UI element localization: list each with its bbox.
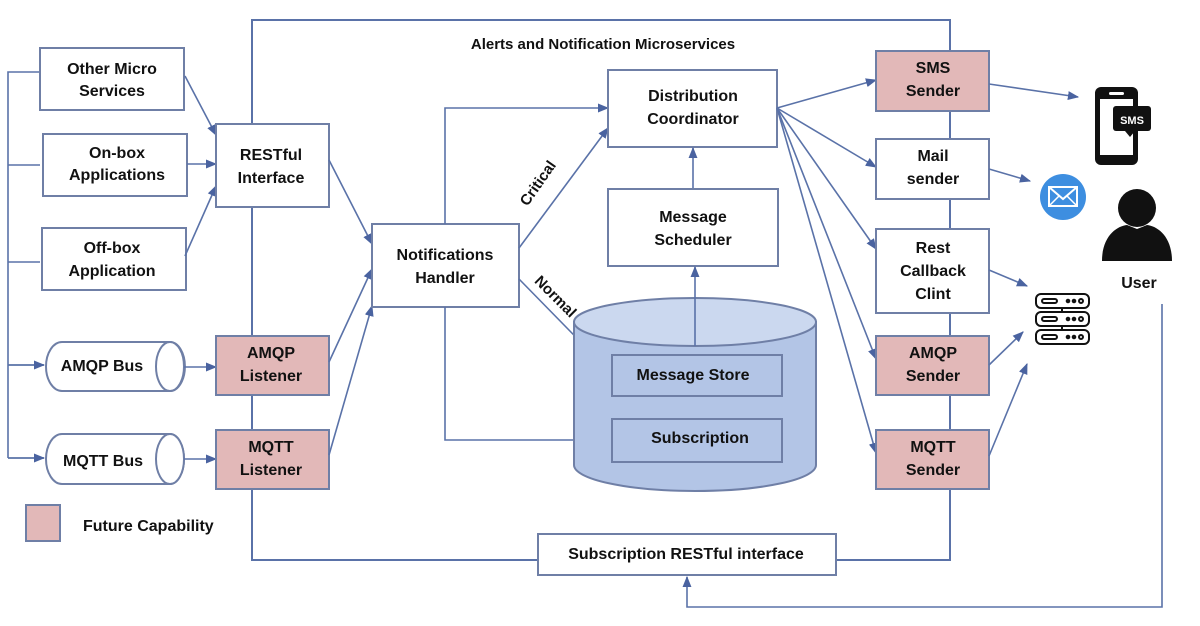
user-label: User [1121, 275, 1157, 292]
legend: Future Capability [25, 504, 214, 542]
edge-dist-to-mqtt [776, 107, 878, 455]
source-trunk-line [7, 71, 44, 459]
edge-offbox-to-restful [184, 184, 217, 257]
node-label: On-box [89, 145, 145, 162]
node-off-box-application[interactable]: Off-box Application [41, 227, 187, 291]
node-label: Scheduler [654, 232, 731, 249]
node-label: MQTT [910, 439, 956, 456]
node-label: Listener [240, 462, 302, 479]
phone-sms-icon: SMS [1095, 87, 1151, 165]
edge-mqtt-to-server [988, 362, 1028, 457]
node-label: Clint [915, 286, 951, 303]
node-amqp-listener[interactable]: AMQP Listener [215, 335, 330, 396]
user-icon [1102, 189, 1172, 261]
node-label: Subscription RESTful interface [568, 546, 804, 563]
node-label: Services [79, 83, 145, 100]
node-subscription-restful-interface[interactable]: Subscription RESTful interface [537, 533, 837, 576]
edge-other-to-restful [184, 75, 217, 136]
node-label: Subscription [651, 430, 749, 447]
edge-handler-to-subscription [444, 307, 612, 441]
node-distribution-coordinator[interactable]: Distribution Coordinator [607, 69, 778, 148]
node-label: AMQP [909, 345, 957, 362]
node-label: Applications [69, 167, 165, 184]
edge-rest-to-server [988, 269, 1029, 287]
node-label: Sender [906, 83, 960, 100]
node-mqtt-bus[interactable]: MQTT Bus [45, 433, 185, 485]
edge-restful-to-handler [328, 159, 373, 245]
edge-dist-to-rest [776, 107, 877, 250]
node-label: Interface [238, 170, 305, 187]
node-amqp-sender[interactable]: AMQP Sender [875, 335, 990, 396]
edge-amqp-to-server [988, 331, 1024, 366]
node-label: Off-box [84, 240, 141, 257]
node-label: MQTT Bus [63, 453, 143, 470]
node-mqtt-listener[interactable]: MQTT Listener [215, 429, 330, 490]
node-mail-sender[interactable]: Mail sender [875, 138, 990, 200]
edge-label-normal: Normal [531, 273, 580, 322]
email-icon [1040, 174, 1086, 220]
node-notifications-handler[interactable]: Notifications Handler [371, 223, 520, 308]
node-sms-sender[interactable]: SMS Sender [875, 50, 990, 112]
node-label: RESTful [240, 147, 302, 164]
node-label: Other Micro [67, 61, 157, 78]
node-label: Coordinator [647, 111, 739, 128]
node-label: Callback [900, 263, 966, 280]
node-label: Distribution [648, 88, 738, 105]
node-other-micro-services[interactable]: Other Micro Services [39, 47, 185, 111]
node-label: Message [659, 209, 727, 226]
legend-future-swatch [25, 504, 61, 542]
node-amqp-bus[interactable]: AMQP Bus [45, 341, 186, 392]
edge-dist-to-amqp [776, 107, 877, 361]
node-message-scheduler[interactable]: Message Scheduler [607, 188, 779, 267]
sms-badge-text: SMS [1120, 115, 1144, 127]
node-label: Notifications [397, 247, 494, 264]
edge-sms-to-phone [988, 83, 1080, 100]
server-icon [1035, 293, 1090, 345]
node-label: Application [68, 263, 155, 280]
node-label: AMQP [247, 345, 295, 362]
node-label: Sender [906, 462, 960, 479]
node-label: Mail [917, 148, 948, 165]
node-label: Listener [240, 368, 302, 385]
edge-mail-to-email [988, 168, 1032, 183]
edge-mqtt-to-handler [328, 304, 374, 456]
legend-future-label: Future Capability [83, 518, 214, 535]
node-label: Message Store [637, 367, 750, 384]
node-rest-callback-clint[interactable]: Rest Callback Clint [875, 228, 990, 314]
node-label: Rest [916, 240, 951, 257]
node-label: sender [907, 171, 959, 188]
edge-dist-to-mail [776, 107, 877, 168]
node-label: Handler [415, 270, 475, 287]
node-label: AMQP Bus [61, 358, 143, 375]
node-message-store[interactable]: Message Store [611, 354, 783, 397]
edge-amqp-to-handler [328, 267, 373, 363]
node-restful-interface[interactable]: RESTful Interface [215, 123, 330, 208]
node-mqtt-sender[interactable]: MQTT Sender [875, 429, 990, 490]
edge-handler-to-distribution [444, 103, 610, 224]
node-on-box-applications[interactable]: On-box Applications [42, 133, 188, 197]
edge-critical [518, 127, 609, 249]
edge-dist-to-sms [776, 78, 878, 109]
edge-user-to-subscription-rest [682, 304, 1163, 608]
node-label: SMS [916, 60, 951, 77]
diagram-title: Alerts and Notification Microservices [471, 36, 735, 53]
node-subscription[interactable]: Subscription [611, 418, 783, 463]
node-label: MQTT [248, 439, 294, 456]
node-label: Sender [906, 368, 960, 385]
